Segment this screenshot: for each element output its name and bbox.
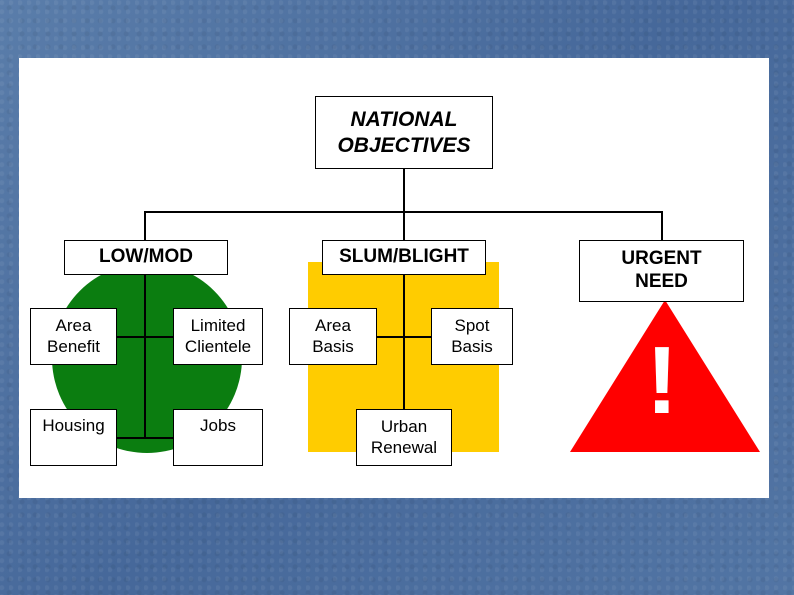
low-mod-label: LOW/MOD	[99, 246, 193, 268]
connector-low-mod-drop	[144, 211, 146, 241]
urgent-need-box: URGENT NEED	[579, 240, 744, 302]
area-benefit-box: Area Benefit	[30, 308, 117, 365]
jobs-box: Jobs	[173, 409, 263, 466]
diagram-panel: ! NATIONAL OBJECTIVES LOW/MOD SLUM/BLIGH…	[19, 58, 769, 498]
urban-renewal-box: Urban Renewal	[356, 409, 452, 466]
spot-basis-label: Spot Basis	[451, 316, 493, 356]
limited-clientele-box: Limited Clientele	[173, 308, 263, 365]
area-basis-box: Area Basis	[289, 308, 377, 365]
exclamation-mark: !	[646, 327, 678, 434]
slum-blight-label: SLUM/BLIGHT	[339, 246, 469, 268]
housing-box: Housing	[30, 409, 117, 466]
connector-low-mod-bottom	[116, 437, 173, 439]
national-objectives-box: NATIONAL OBJECTIVES	[315, 96, 493, 169]
low-mod-box: LOW/MOD	[64, 240, 228, 275]
connector-slum-blight-trunk	[403, 273, 405, 410]
urban-renewal-label: Urban Renewal	[370, 417, 438, 457]
area-basis-label: Area Basis	[312, 316, 354, 356]
connector-urgent-need-drop	[661, 211, 663, 241]
housing-label: Housing	[42, 416, 105, 435]
national-objectives-label: NATIONAL OBJECTIVES	[337, 108, 471, 157]
connector-slum-blight-mid	[376, 336, 432, 338]
jobs-label: Jobs	[200, 416, 236, 435]
spot-basis-box: Spot Basis	[431, 308, 513, 365]
connector-root-down	[403, 168, 405, 212]
connector-low-mod-mid	[116, 336, 173, 338]
limited-clientele-label: Limited Clientele	[184, 316, 252, 356]
connector-low-mod-trunk	[144, 273, 146, 438]
area-benefit-label: Area Benefit	[47, 316, 100, 356]
slum-blight-box: SLUM/BLIGHT	[322, 240, 486, 275]
urgent-need-label: URGENT NEED	[621, 248, 702, 292]
warning-triangle-icon: !	[570, 300, 760, 452]
connector-slum-blight-drop	[403, 211, 405, 241]
